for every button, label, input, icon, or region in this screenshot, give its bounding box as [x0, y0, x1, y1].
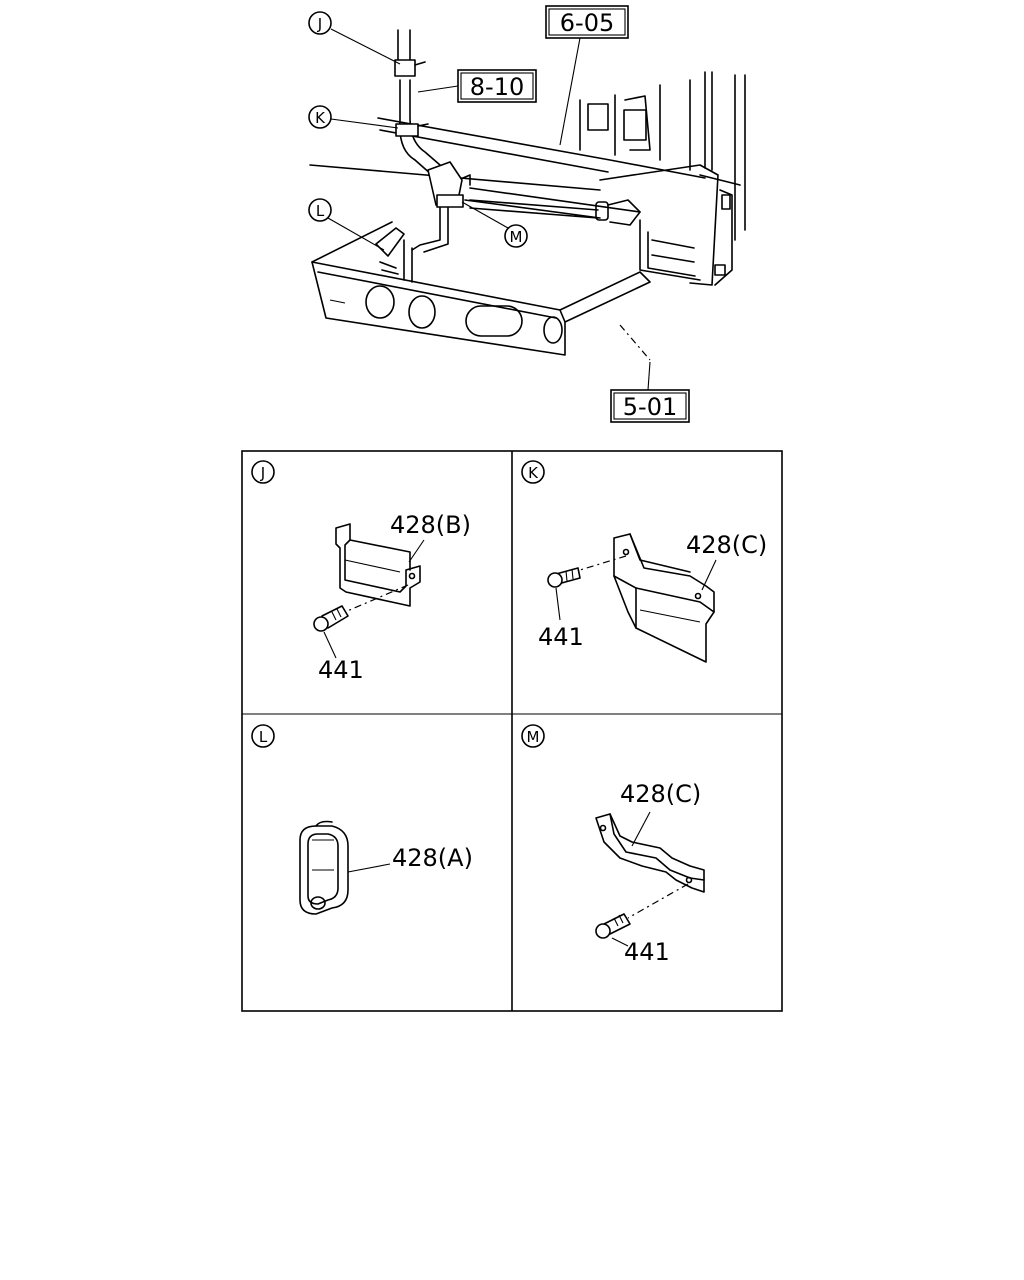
detail-m-part-441: 441	[624, 938, 670, 966]
detail-panel-l: L 428(A)	[251, 724, 473, 915]
detail-m-part-428c: 428(C)	[620, 780, 701, 808]
clip-428b-drawing	[335, 523, 421, 607]
detail-j-part-428b: 428(B)	[390, 511, 471, 539]
callout-m: M	[461, 201, 528, 248]
bolt-441-drawing	[313, 605, 349, 632]
detail-l-key: L	[259, 728, 268, 746]
detail-j-part-441: 441	[318, 656, 364, 684]
bracket-428c-k-drawing	[613, 533, 715, 663]
bolt-441-m-drawing	[595, 913, 631, 939]
callout-m-label: M	[510, 228, 523, 246]
callout-l: L	[308, 198, 385, 251]
detail-j-key: J	[260, 464, 265, 482]
ref-6-05-text: 6-05	[560, 9, 614, 37]
detail-grid	[241, 450, 783, 1012]
detail-panel-j: J 428(B) 441	[251, 460, 471, 684]
detail-k-part-441: 441	[538, 623, 584, 651]
ref-box-6-05: 6-05	[545, 5, 629, 146]
callout-k-label: K	[315, 109, 326, 127]
callout-j: J	[308, 11, 401, 65]
brake-pipe	[397, 29, 641, 283]
clip-428a-drawing	[299, 820, 349, 915]
ref-box-8-10: 8-10	[417, 69, 537, 103]
detail-k-key: K	[528, 464, 539, 482]
chassis-frame-rail	[311, 221, 651, 361]
bolt-441-k-drawing	[547, 567, 581, 588]
detail-panel-m: M 428(C) 441	[521, 724, 705, 966]
detail-l-part-428a: 428(A)	[392, 844, 473, 872]
main-assembly-view: J K L M 6-05 8-10	[308, 5, 746, 423]
callout-l-label: L	[316, 202, 325, 220]
bracket-428c-m-drawing	[595, 813, 705, 893]
ref-8-10-text: 8-10	[470, 73, 524, 101]
step-structure	[579, 71, 746, 286]
callout-j-label: J	[317, 15, 322, 33]
ref-box-5-01: 5-01	[610, 361, 690, 423]
detail-k-part-428c: 428(C)	[686, 531, 767, 559]
callout-k: K	[308, 105, 399, 129]
detail-panel-k: K 428(C) 441	[521, 460, 767, 663]
ref-5-01-text: 5-01	[623, 393, 677, 421]
detail-m-key: M	[527, 728, 540, 746]
pipe-clips	[375, 59, 471, 275]
